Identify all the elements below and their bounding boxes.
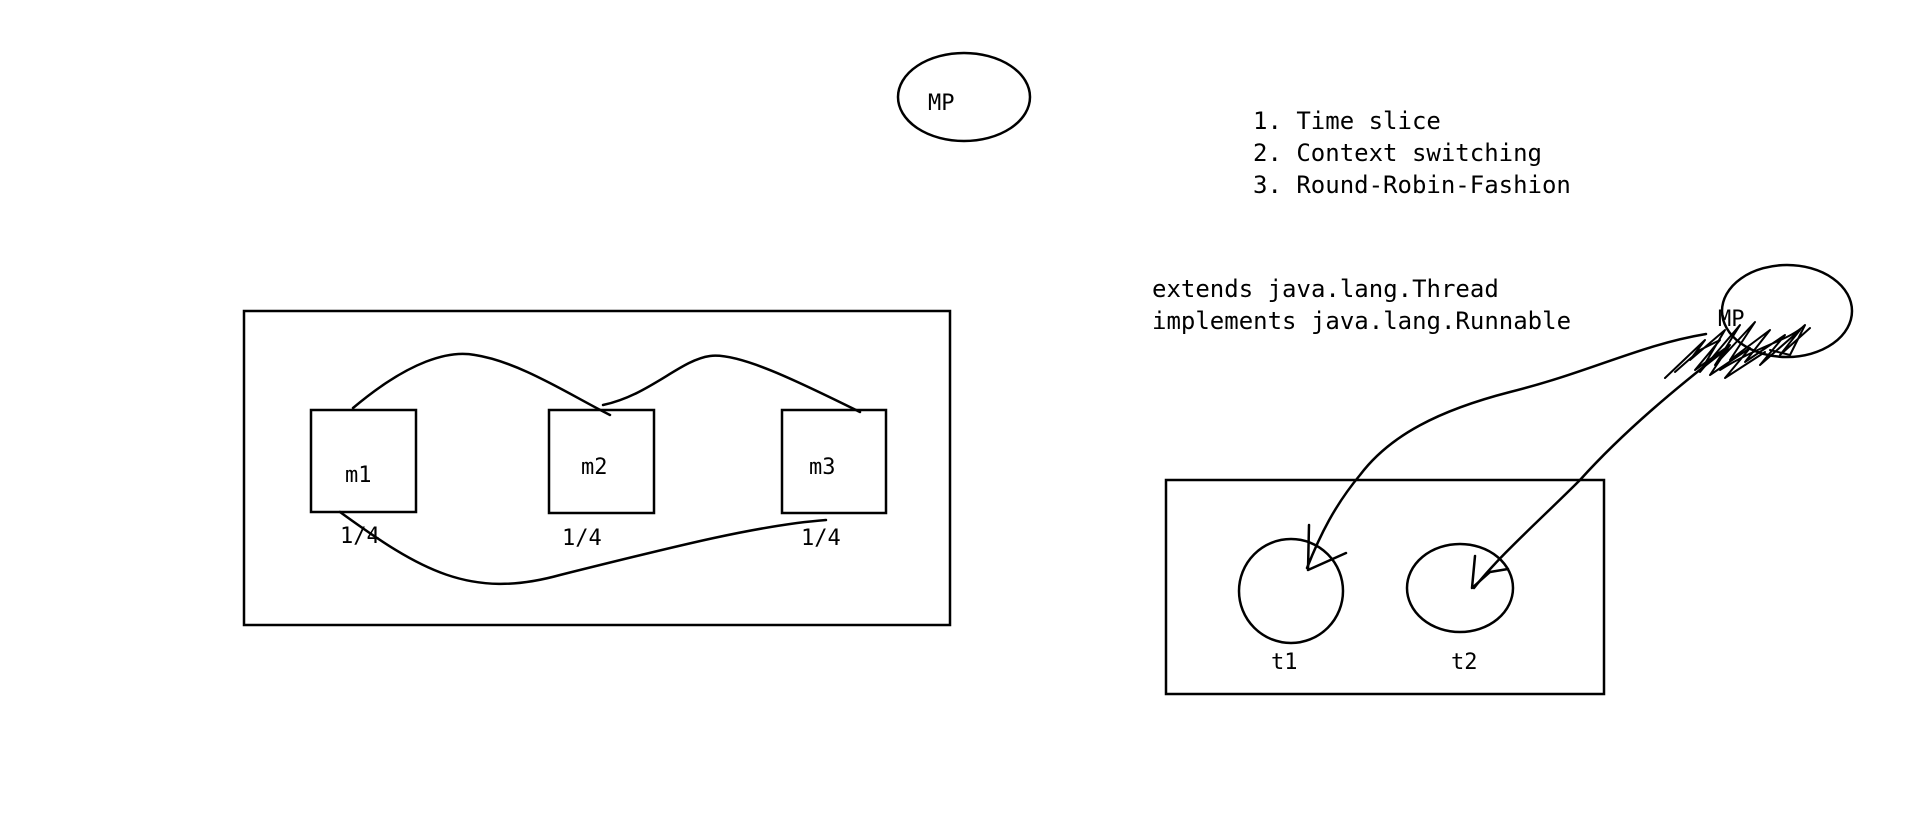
arrowhead-t1	[1306, 523, 1348, 572]
method-label: m2	[581, 455, 608, 480]
mp-process-right: MP	[1664, 263, 1854, 379]
mp-label-top: MP	[928, 91, 955, 116]
thread-label: t1	[1271, 650, 1298, 675]
time-share-label: 1/4	[801, 526, 841, 551]
arrow-mp-to-t2	[1472, 348, 1727, 590]
method-m2: m2 1/4	[547, 408, 656, 551]
arrow-mp-to-t1	[1305, 332, 1708, 570]
concept-time-slice: 1. Time slice	[1253, 107, 1441, 135]
concept-list: 1. Time slice 2. Context switching 3. Ro…	[1253, 107, 1571, 199]
extends-thread-text: extends java.lang.Thread	[1152, 275, 1499, 303]
method-label: m1	[345, 463, 372, 488]
mp-label-right: MP	[1718, 307, 1745, 332]
scribble-mark	[1664, 321, 1811, 379]
thread-frame	[1164, 478, 1606, 696]
method-label: m3	[809, 455, 836, 480]
thread-label: t2	[1451, 650, 1478, 675]
concept-context-switching: 2. Context switching	[1253, 139, 1542, 167]
sequence-curve-m2-m3	[601, 354, 862, 414]
mp-process-top: MP	[896, 51, 1032, 143]
concept-round-robin: 3. Round-Robin-Fashion	[1253, 171, 1571, 199]
method-m1: m1 1/4	[309, 408, 418, 549]
program-frame	[242, 309, 952, 627]
time-share-label: 1/4	[562, 526, 602, 551]
thread-t1: t1	[1237, 537, 1345, 675]
sequence-curve-m3-m1	[338, 510, 828, 586]
thread-t2: t2	[1405, 542, 1515, 675]
program-box: m1 1/4 m2 1/4 m3 1/4	[242, 309, 952, 627]
scheduler-arrows	[1305, 332, 1727, 590]
implements-runnable-text: implements java.lang.Runnable	[1152, 307, 1571, 335]
arrowhead-t2	[1470, 554, 1510, 590]
method-m3: m3 1/4	[780, 408, 888, 551]
sequence-curve-m1-m2	[351, 352, 612, 417]
thread-creation-notes: extends java.lang.Thread implements java…	[1152, 275, 1571, 335]
thread-box: t1 t2	[1164, 478, 1606, 696]
